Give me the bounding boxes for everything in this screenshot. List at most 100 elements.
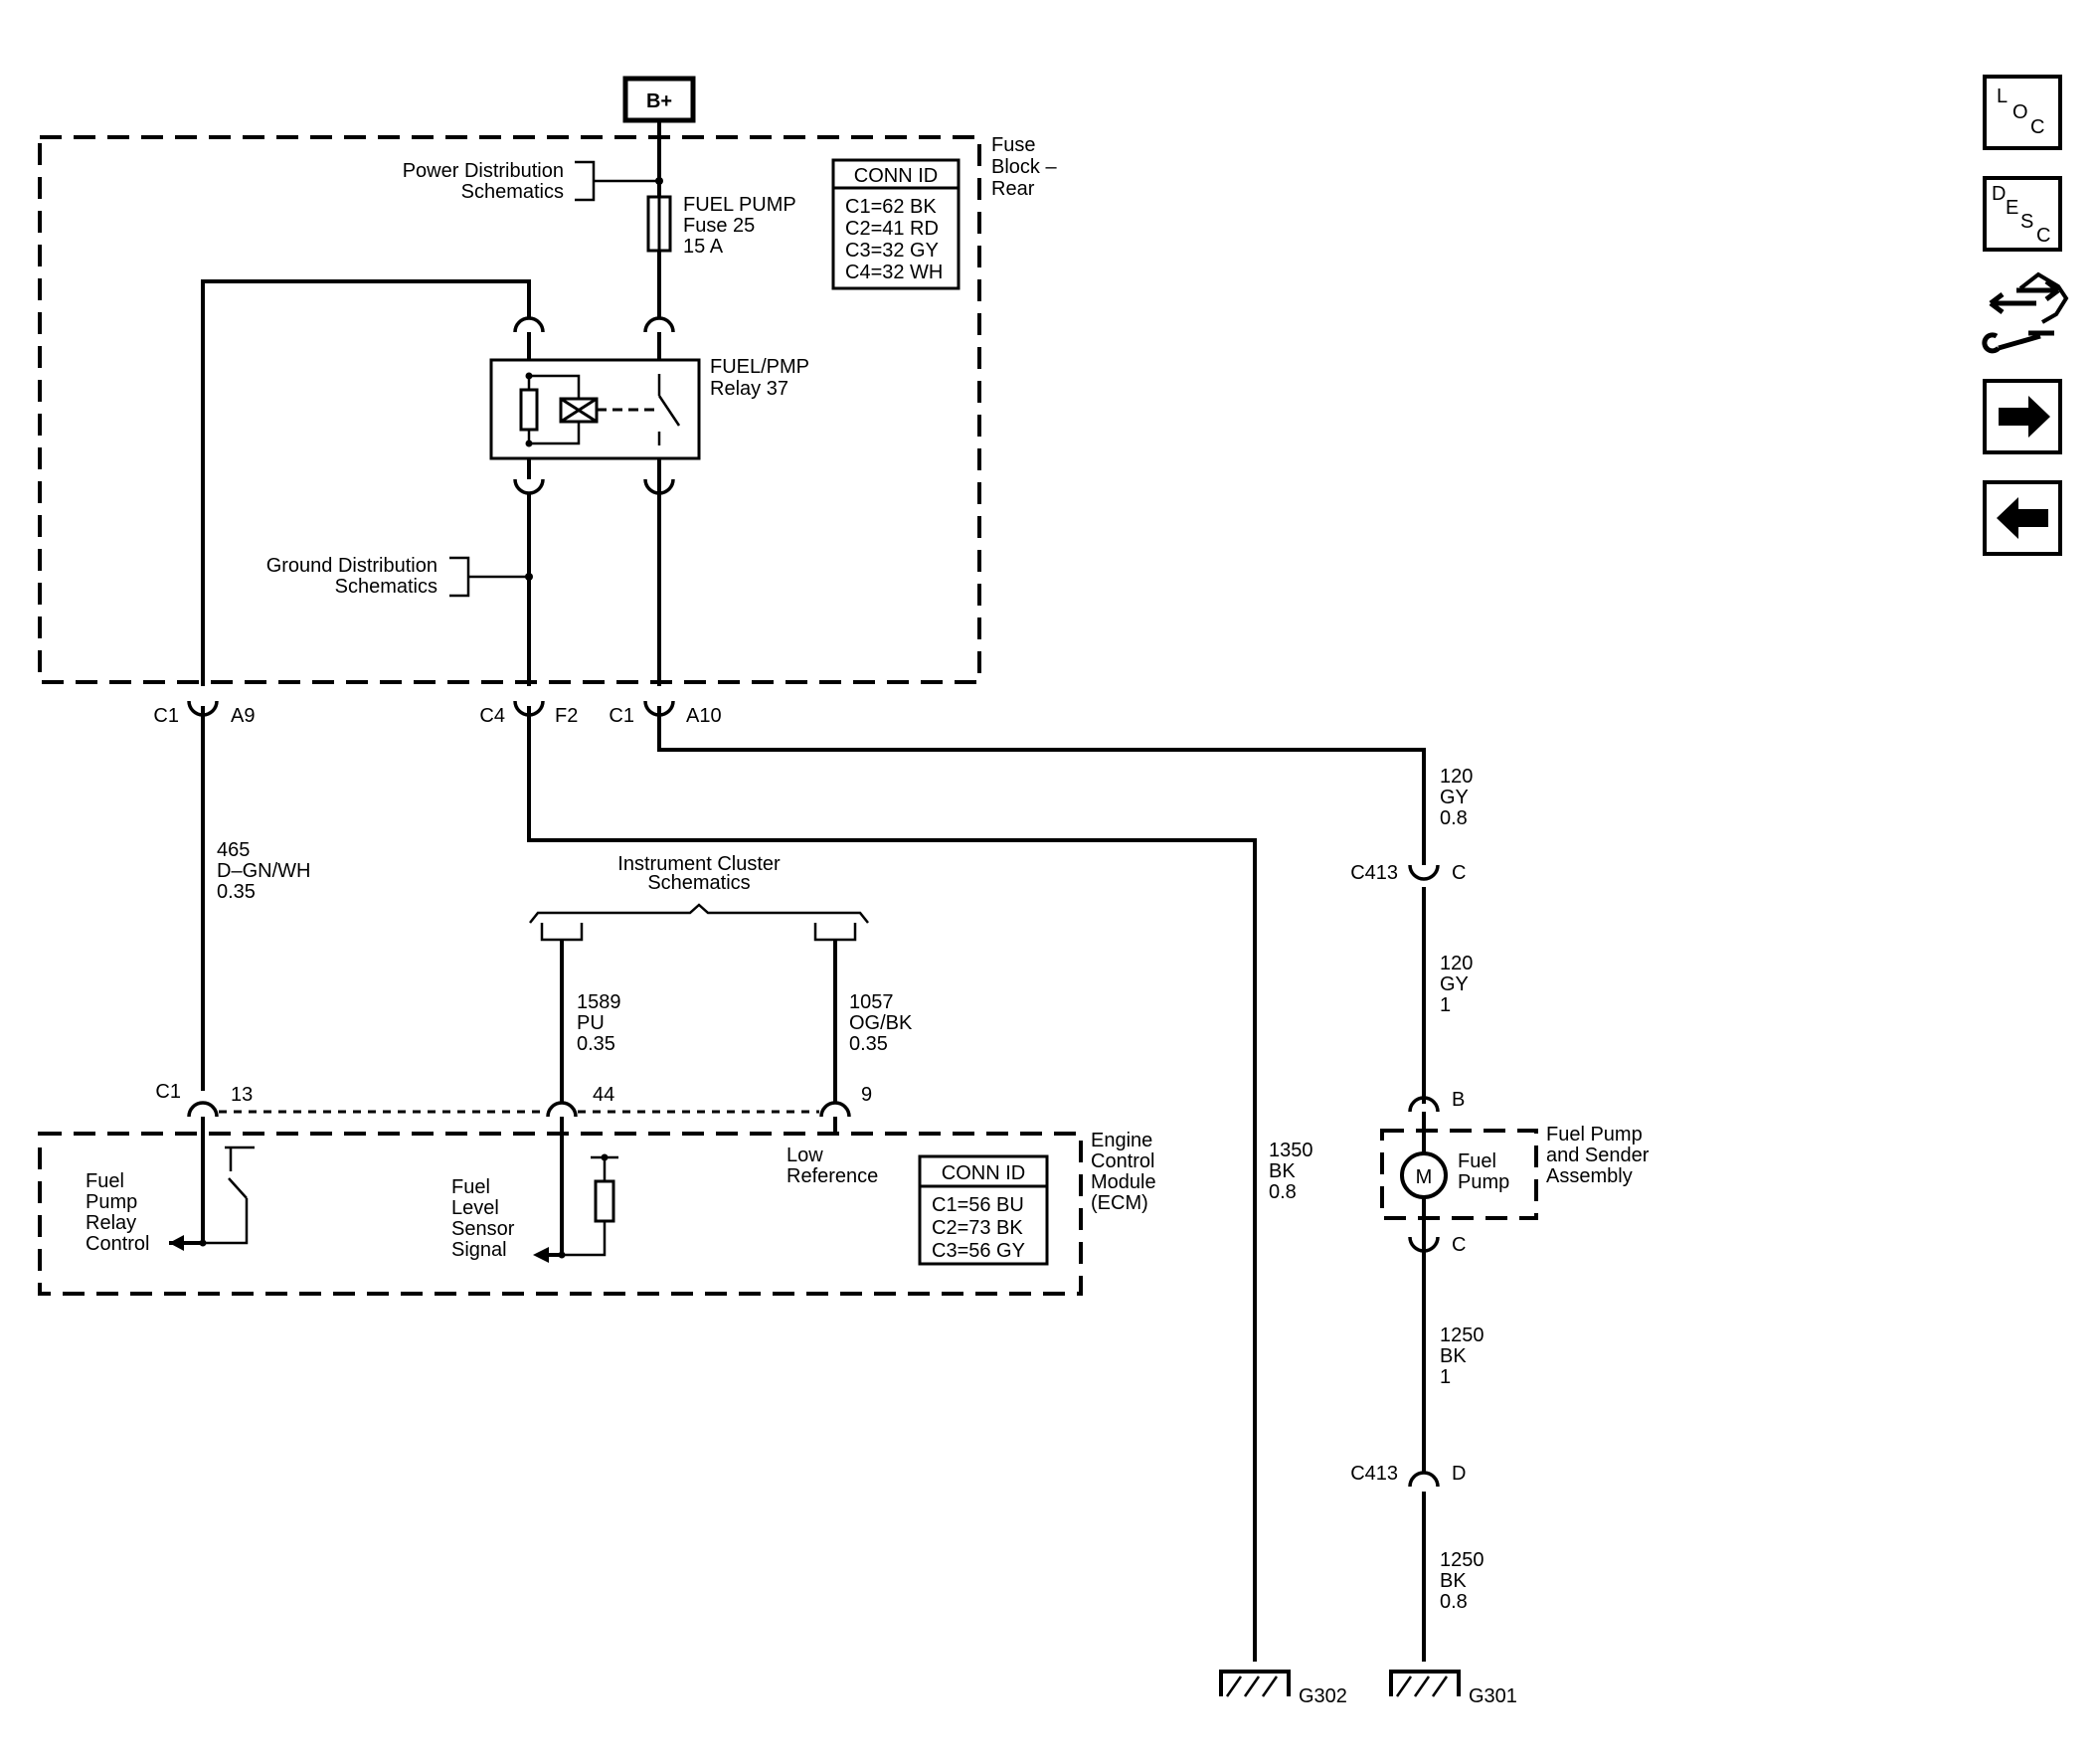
svg-text:and Sender: and Sender (1546, 1145, 1650, 1166)
connector-c413-c: C413 C (1350, 862, 1466, 884)
fuse-block-title: Fuse Block – Rear (991, 134, 1057, 200)
wire-120-upper-path (657, 479, 1426, 845)
svg-text:Relay 37: Relay 37 (710, 378, 788, 400)
svg-text:1250: 1250 (1440, 1549, 1485, 1571)
fuel-pump-motor: M Fuel Pump (1400, 1150, 1509, 1199)
svg-text:Pump: Pump (1458, 1171, 1509, 1193)
svg-text:Pump: Pump (86, 1191, 137, 1213)
ground-g301: G301 (1389, 1670, 1517, 1707)
svg-text:Fuse: Fuse (991, 134, 1035, 156)
fuel-pump-sender-boundary (1380, 1129, 1538, 1220)
low-reference-circuit: Low Reference (786, 1117, 878, 1187)
wire-label-1250-lower: 1250 BK 0.8 (1440, 1549, 1485, 1613)
svg-text:C: C (2036, 225, 2050, 247)
prev-page-button[interactable] (1983, 480, 2062, 556)
relay-control-internal-wire (201, 279, 531, 686)
relay-switch-terminal-top (643, 316, 675, 333)
svg-text:CONN ID: CONN ID (942, 1162, 1025, 1184)
svg-text:C2=41 RD: C2=41 RD (845, 218, 939, 240)
fuel-level-sensor-signal-circuit: Fuel Level Sensor Signal (451, 1117, 618, 1263)
connector-tool-icon (1982, 271, 2069, 354)
svg-text:C: C (2030, 116, 2044, 138)
loc-button[interactable]: L O C (1983, 75, 2062, 150)
svg-text:D: D (1452, 1463, 1466, 1485)
desc-button[interactable]: D E S C (1983, 176, 2062, 252)
svg-text:G302: G302 (1299, 1685, 1347, 1707)
svg-text:G301: G301 (1469, 1685, 1517, 1707)
svg-text:M: M (1416, 1166, 1433, 1188)
svg-text:1: 1 (1440, 1366, 1451, 1388)
svg-text:Schematics: Schematics (647, 872, 750, 894)
instrument-cluster-ref[interactable]: Instrument Cluster Schematics (529, 853, 869, 942)
svg-text:O: O (2012, 101, 2028, 123)
svg-text:BK: BK (1269, 1160, 1296, 1182)
connector-c4-f2: C4 F2 (479, 700, 578, 727)
svg-text:120: 120 (1440, 953, 1473, 974)
wire-label-1350: 1350 BK 0.8 (1269, 1140, 1313, 1203)
connector-tool-button[interactable] (1982, 271, 2069, 354)
fuel-pmp-relay: FUEL/PMP Relay 37 (489, 356, 809, 460)
svg-text:D–GN/WH: D–GN/WH (217, 860, 310, 882)
svg-text:465: 465 (217, 839, 250, 861)
pump-connector-b: B (1408, 1089, 1465, 1113)
svg-text:Power Distribution: Power Distribution (403, 160, 564, 182)
svg-text:PU: PU (577, 1012, 605, 1034)
power-distribution-ref[interactable]: Power Distribution Schematics (403, 160, 663, 203)
svg-text:0.35: 0.35 (217, 881, 256, 903)
svg-text:0.35: 0.35 (849, 1033, 888, 1055)
svg-text:1589: 1589 (577, 991, 621, 1013)
svg-text:BK: BK (1440, 1570, 1467, 1592)
connector-c1-a9: C1 A9 (153, 700, 255, 727)
connector-c1-a10: C1 A10 (609, 700, 722, 727)
svg-text:Instrument Cluster: Instrument Cluster (617, 853, 781, 875)
svg-text:FUEL/PMP: FUEL/PMP (710, 356, 809, 378)
svg-text:L: L (1997, 86, 2008, 107)
svg-text:C2=73 BK: C2=73 BK (932, 1217, 1023, 1239)
svg-text:GY: GY (1440, 973, 1469, 995)
ground-distribution-ref[interactable]: Ground Distribution Schematics (266, 555, 533, 598)
connector-c413-d: C413 D (1350, 1463, 1466, 1488)
svg-text:1250: 1250 (1440, 1324, 1485, 1346)
svg-text:C: C (1452, 1234, 1466, 1256)
svg-text:C1=56 BU: C1=56 BU (932, 1194, 1024, 1216)
svg-text:C413: C413 (1350, 862, 1398, 884)
arrow-left-icon (1997, 497, 2048, 539)
next-page-button[interactable] (1983, 379, 2062, 454)
ecm-conn-table: CONN ID C1=56 BU C2=73 BK C3=56 GY (918, 1154, 1049, 1266)
svg-text:Schematics: Schematics (335, 576, 437, 598)
ecm-title: Engine Control Module (ECM) (1091, 1130, 1156, 1214)
svg-text:Control: Control (86, 1233, 149, 1255)
svg-text:C1: C1 (609, 705, 634, 727)
svg-text:15 A: 15 A (683, 236, 724, 258)
svg-text:D: D (1992, 183, 2006, 205)
svg-text:Fuse 25: Fuse 25 (683, 215, 755, 237)
svg-text:Fuel Pump: Fuel Pump (1546, 1124, 1643, 1146)
bplus-terminal: B+ (622, 76, 696, 123)
svg-text:C1: C1 (153, 705, 179, 727)
svg-text:BK: BK (1440, 1345, 1467, 1367)
svg-text:C413: C413 (1350, 1463, 1398, 1485)
svg-text:Fuel: Fuel (86, 1170, 124, 1192)
svg-text:FUEL PUMP: FUEL PUMP (683, 194, 796, 216)
svg-text:Schematics: Schematics (461, 181, 564, 203)
svg-text:C4=32 WH: C4=32 WH (845, 262, 943, 283)
svg-text:S: S (2020, 211, 2033, 233)
svg-text:Control: Control (1091, 1150, 1154, 1172)
svg-text:B: B (1452, 1089, 1465, 1111)
ecm-connector-c1: C1 13 44 9 (155, 1081, 872, 1118)
svg-text:Fuel: Fuel (1458, 1150, 1496, 1172)
svg-text:GY: GY (1440, 787, 1469, 808)
wire-1350-path (527, 283, 1257, 1662)
svg-text:Ground Distribution: Ground Distribution (266, 555, 437, 577)
arrow-right-icon (1999, 396, 2050, 438)
bplus-label: B+ (646, 90, 672, 112)
svg-text:OG/BK: OG/BK (849, 1012, 913, 1034)
svg-text:A9: A9 (231, 705, 255, 727)
svg-text:0.8: 0.8 (1440, 1591, 1468, 1613)
svg-text:Module: Module (1091, 1171, 1156, 1193)
svg-text:C1: C1 (155, 1081, 181, 1103)
fuse-block-conn-table: CONN ID C1=62 BK C2=41 RD C3=32 GY C4=32… (831, 158, 961, 290)
svg-text:0.8: 0.8 (1269, 1181, 1297, 1203)
wire-label-465: 465 D–GN/WH 0.35 (217, 839, 310, 903)
